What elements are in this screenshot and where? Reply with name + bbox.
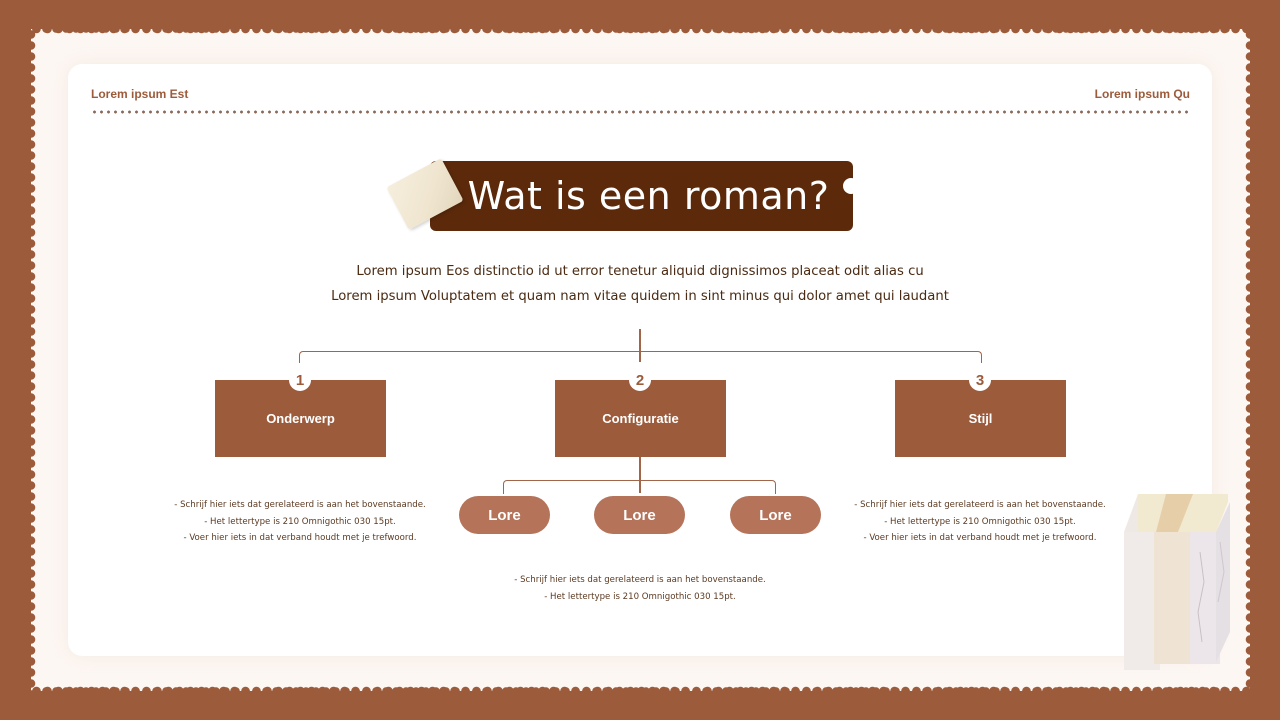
title-banner — [430, 161, 853, 231]
stamp-perforation-right — [1240, 29, 1250, 691]
sub-connector-trunk — [639, 457, 641, 493]
stamp-perforation-bottom — [31, 681, 1250, 691]
node-label: Configuratie — [602, 411, 679, 426]
node-onderwerp: Onderwerp — [215, 380, 386, 457]
node-label: Stijl — [968, 411, 993, 426]
connector-branch — [299, 351, 982, 363]
node-label: Onderwerp — [266, 411, 335, 426]
book-illustration-icon — [1124, 494, 1230, 670]
note-line: - Het lettertype is 210 Omnigothic 030 1… — [204, 516, 396, 527]
connector-trunk — [639, 329, 641, 362]
stamp-perforation-top — [31, 29, 1250, 39]
notes-right: - Schrijf hier iets dat gerelateerd is a… — [840, 497, 1120, 547]
intro-line-1: Lorem ipsum Eos distinctio id ut error t… — [356, 264, 924, 279]
note-line: - Voer hier iets in dat verband houdt me… — [183, 533, 417, 543]
dotted-divider — [91, 110, 1189, 114]
note-line: - Het lettertype is 210 Omnigothic 030 1… — [884, 516, 1076, 527]
sub-connector-branch — [503, 480, 776, 494]
intro-line-2: Lorem ipsum Voluptatem et quam nam vitae… — [331, 289, 949, 304]
stamp-perforation-left — [31, 29, 41, 691]
notes-center: - Schrijf hier iets dat gerelateerd is a… — [500, 572, 780, 605]
header-left-label: Lorem ipsum Est — [91, 87, 189, 101]
sub-node-pill: Lore — [594, 496, 685, 534]
node-configuratie: Configuratie — [555, 380, 726, 457]
node-stijl: Stijl — [895, 380, 1066, 457]
node-number-badge: 1 — [289, 369, 311, 391]
note-line: - Schrijf hier iets dat gerelateerd is a… — [514, 575, 766, 585]
sub-node-pill: Lore — [459, 496, 550, 534]
intro-text: Lorem ipsum Eos distinctio id ut error t… — [300, 259, 980, 309]
note-line: - Voer hier iets in dat verband houdt me… — [863, 533, 1097, 543]
node-number-badge: 2 — [629, 369, 651, 391]
note-line: - Schrijf hier iets dat gerelateerd is a… — [174, 500, 426, 510]
notes-left: - Schrijf hier iets dat gerelateerd is a… — [160, 497, 440, 547]
sub-node-pill: Lore — [730, 496, 821, 534]
note-line: - Het lettertype is 210 Omnigothic 030 1… — [544, 591, 736, 602]
title-notch — [843, 178, 859, 194]
header-right-label: Lorem ipsum Qu — [1094, 87, 1190, 101]
page-title: Wat is een roman? — [467, 174, 830, 218]
note-line: - Schrijf hier iets dat gerelateerd is a… — [854, 500, 1106, 510]
node-number-badge: 3 — [969, 369, 991, 391]
